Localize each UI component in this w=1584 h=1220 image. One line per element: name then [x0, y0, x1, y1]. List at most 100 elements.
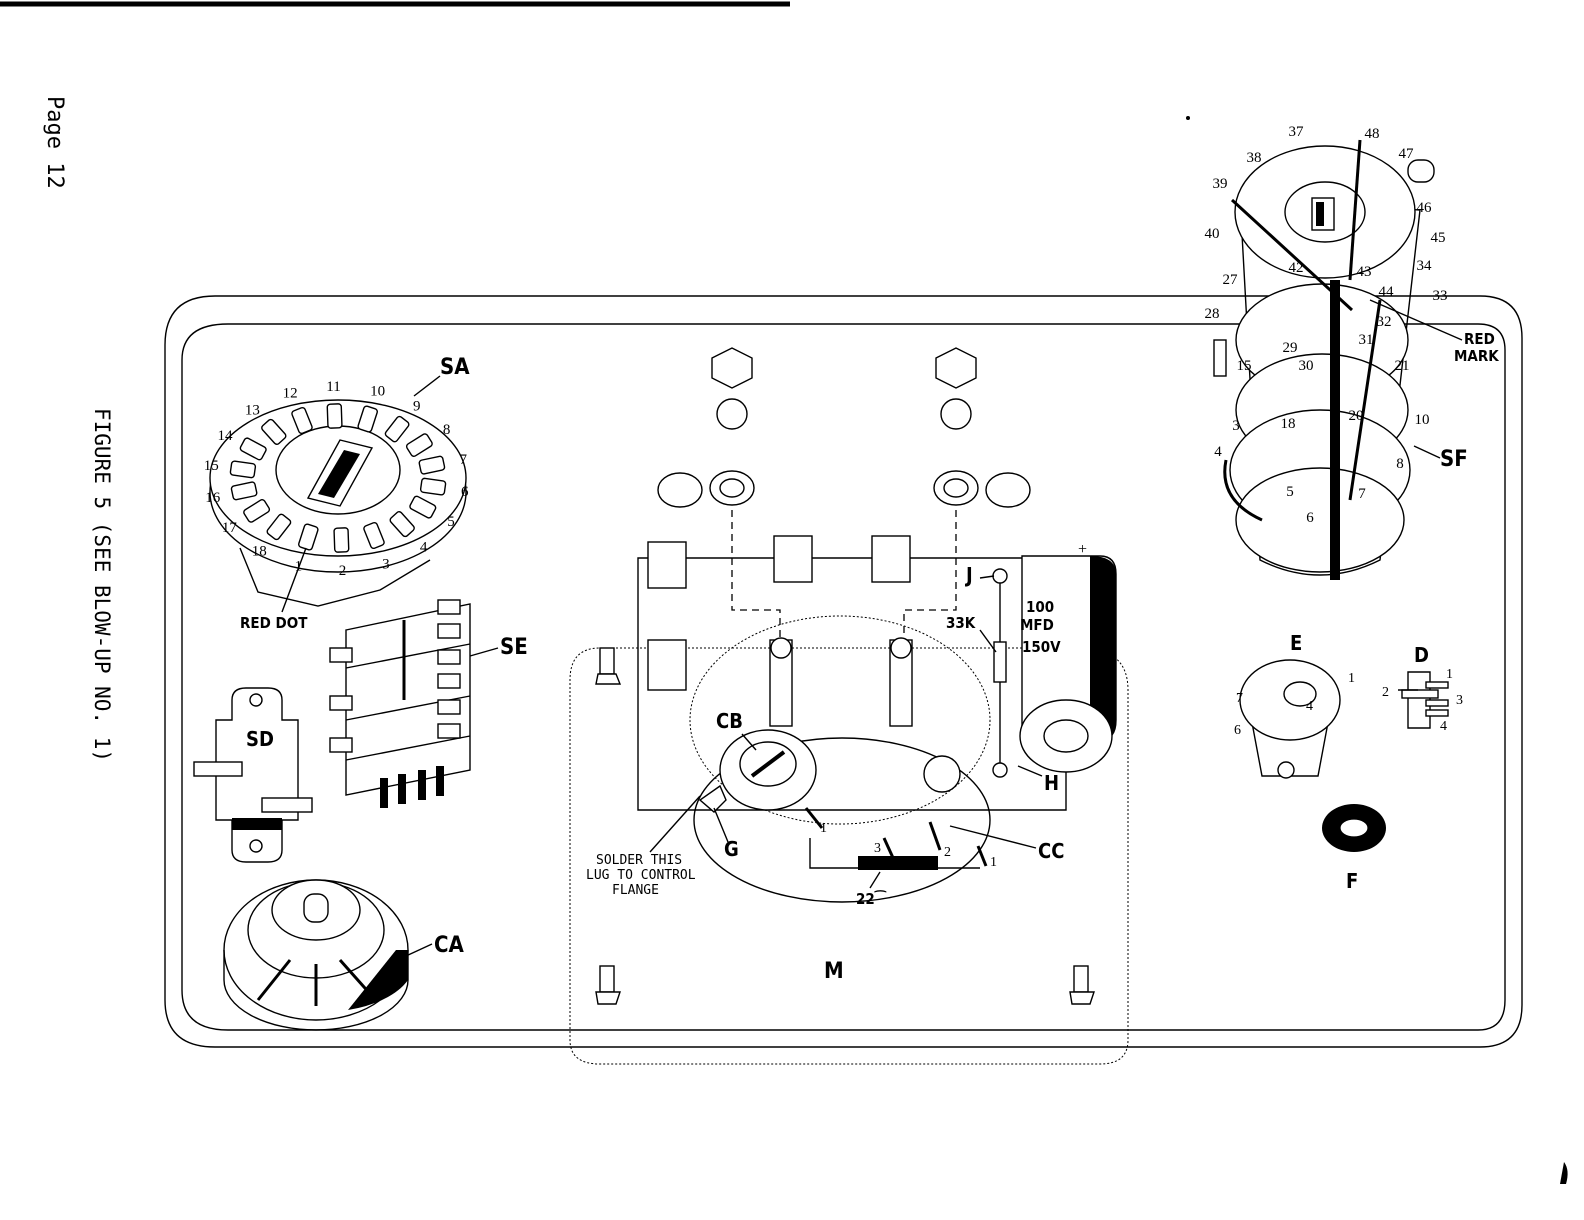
sa-lug-number: 13 [245, 403, 260, 419]
scan-speck [1186, 116, 1190, 120]
sf-lug-number: 40 [1205, 226, 1220, 242]
socket-e-pin-6: 6 [1234, 723, 1241, 738]
sf-lug-number: 32 [1377, 314, 1392, 330]
sf-lug-number: 43 [1357, 264, 1372, 280]
sf-lug-number: 31 [1359, 332, 1374, 348]
resistor-label: 33K [946, 614, 976, 632]
sd-label: SD [246, 727, 274, 751]
j-label: J [965, 563, 973, 587]
sa-lug-number: 14 [218, 428, 234, 444]
sa-lug [230, 461, 256, 478]
sa-lug-number: 2 [339, 563, 347, 579]
d-label: D [1414, 643, 1429, 667]
sa-lug-number: 10 [370, 384, 385, 400]
sa-lug-number: 3 [382, 556, 390, 572]
se-label: SE [500, 635, 528, 660]
sf-label: SF [1440, 447, 1468, 472]
sf-lug-number: 21 [1395, 358, 1410, 374]
f-label: F [1346, 869, 1358, 893]
sf-lug-number: 44 [1379, 284, 1395, 300]
sf-lug-number: 7 [1358, 486, 1366, 502]
sf-lug-number: 39 [1213, 176, 1228, 192]
m-label: M [824, 959, 844, 984]
sf-lug-number: 4 [1214, 444, 1222, 460]
figure-caption: FIGURE 5 (SEE BLOW-UP NO. 1) [90, 408, 114, 762]
sa-lug-number: 9 [413, 399, 421, 415]
sf-lug-number: 27 [1223, 272, 1239, 288]
sa-lug-number: 4 [420, 539, 428, 555]
capacitor-line2: MFD [1020, 616, 1054, 634]
sf-lug-number: 37 [1289, 124, 1305, 140]
cc-label: CC [1038, 839, 1064, 863]
sa-lug-number: 5 [447, 514, 455, 530]
cb-label: CB [716, 709, 743, 733]
capacitor-line1: 100 [1026, 598, 1054, 616]
sf-lug-number: 45 [1431, 230, 1446, 246]
sa-lug-number: 17 [222, 520, 238, 536]
wire-length-label: 22⁀ [856, 888, 887, 908]
sf-lug-number: 34 [1417, 258, 1433, 274]
red-mark-line1: RED [1464, 330, 1495, 348]
sa-lug-number: 12 [283, 386, 298, 402]
sa-lug [334, 528, 349, 552]
capacitor-plus: + [1078, 541, 1087, 558]
switch-d-pin-2: 2 [1382, 685, 1389, 700]
sa-lug [420, 478, 446, 495]
sa-lug-number: 11 [326, 379, 340, 395]
solder-note-line3: FLANGE [612, 883, 659, 898]
sf-lug-number: 15 [1237, 358, 1252, 374]
socket-e-pin-4: 4 [1306, 699, 1313, 714]
sf-lug-number: 42 [1289, 260, 1304, 276]
socket-e: E 1 4 6 7 [1234, 631, 1355, 778]
sf-lug-number: 28 [1205, 306, 1220, 322]
cc-lug1-number: 1 [990, 855, 997, 870]
red-mark-line2: MARK [1454, 347, 1499, 365]
switch-se: SE [330, 600, 528, 808]
sf-lug-number: 30 [1299, 358, 1314, 374]
sa-lug-number: 8 [443, 422, 451, 438]
scan-mark [1560, 1162, 1568, 1184]
sf-lug-number: 38 [1247, 150, 1262, 166]
socket-e-pin-1: 1 [1348, 671, 1355, 686]
sa-label: SA [440, 355, 470, 380]
sf-lug-number: 33 [1433, 288, 1448, 304]
sa-lug-number: 7 [459, 452, 467, 468]
sa-lug-number: 16 [205, 490, 221, 506]
sa-lug-number: 6 [461, 484, 469, 500]
sf-lug-number: 46 [1417, 200, 1433, 216]
page-label: Page 12 [42, 96, 67, 189]
sf-lug-number: 29 [1283, 340, 1298, 356]
grommet-f: F [1322, 804, 1386, 893]
cc-lug3-number: 3 [874, 841, 881, 856]
switch-d-pin-4: 4 [1440, 719, 1447, 734]
cc-lug2-number: 2 [944, 845, 951, 860]
switch-d: D 1 2 3 4 [1382, 643, 1463, 734]
capacitor-line3: 150V [1022, 638, 1061, 656]
switch-d-pin-1: 1 [1446, 667, 1453, 682]
sa-lug-number: 15 [204, 458, 219, 474]
switch-d-pin-3: 3 [1456, 693, 1463, 708]
ca-label: CA [434, 933, 465, 958]
sf-lug-number: 5 [1286, 484, 1294, 500]
cb-lug-number: 1 [820, 821, 827, 836]
sf-lug-number: 10 [1415, 412, 1430, 428]
sf-lug-number: 20 [1349, 408, 1364, 424]
h-label: H [1044, 771, 1059, 795]
e-label: E [1290, 631, 1302, 655]
sf-lug-number: 48 [1365, 126, 1380, 142]
sf-lug-number: 47 [1399, 146, 1415, 162]
solder-note-line2: LUG TO CONTROL [586, 868, 696, 883]
sf-lug-number: 3 [1232, 418, 1240, 434]
socket-e-pin-7: 7 [1236, 691, 1243, 706]
sa-lug [327, 404, 342, 428]
sf-lug-number: 8 [1396, 456, 1404, 472]
center-assembly: CB G H J CC M SOLDER THIS LUG TO CONTROL… [570, 348, 1128, 1064]
g-label: G [724, 837, 739, 861]
red-dot-label: RED DOT [240, 614, 308, 632]
sa-lug-number: 18 [252, 544, 267, 560]
control-ca: CA [224, 880, 465, 1030]
sf-lug-number: 6 [1306, 510, 1314, 526]
